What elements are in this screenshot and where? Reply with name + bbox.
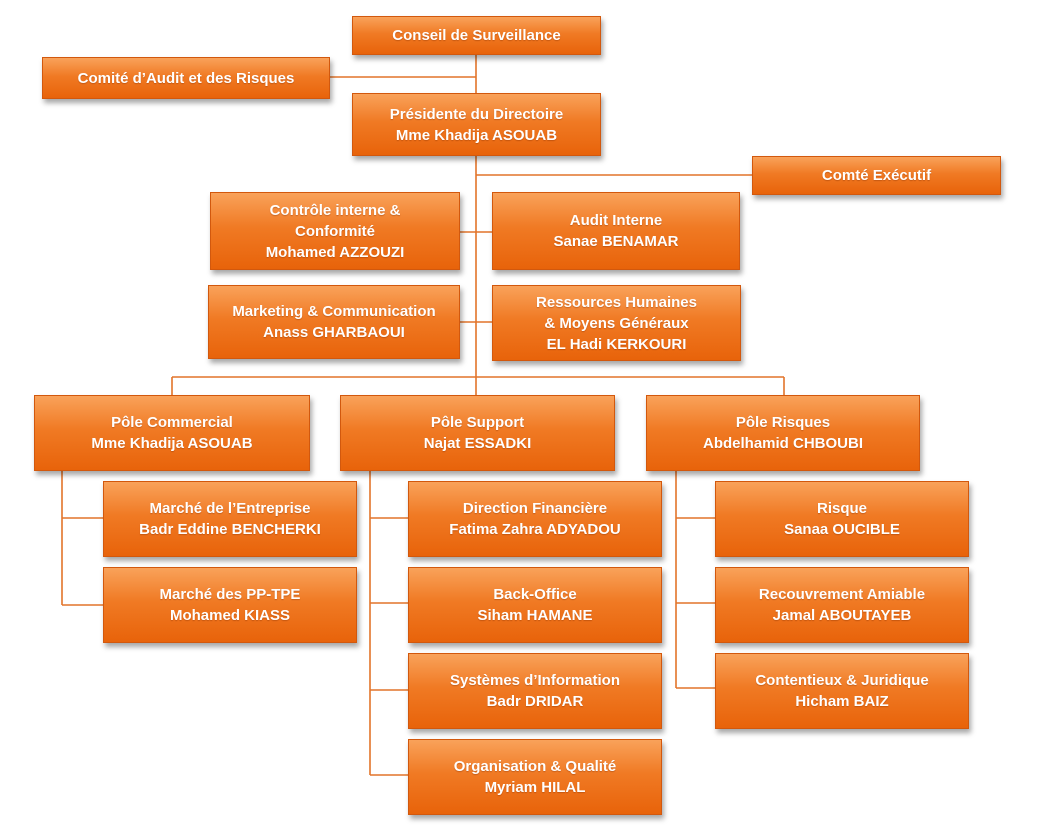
node-title: Ressources Humaines bbox=[536, 293, 697, 311]
node-title: Pôle Support bbox=[430, 414, 525, 431]
node-person: Sanae BENAMAR bbox=[553, 233, 679, 250]
node-title: Présidente du Directoire bbox=[389, 105, 564, 123]
node-title: Back-Office bbox=[493, 586, 577, 603]
node-person: Anass GHARBAOUI bbox=[263, 324, 405, 341]
node-pole-support[interactable]: Pôle Support Najat ESSADKI bbox=[340, 395, 615, 471]
node-title: Conseil de Surveillance bbox=[392, 27, 561, 44]
node-person: Jamal ABOUTAYEB bbox=[772, 607, 912, 624]
node-person: Mohamed AZZOUZI bbox=[265, 243, 405, 261]
node-recouvrement-amiable[interactable]: Recouvrement Amiable Jamal ABOUTAYEB bbox=[715, 567, 969, 643]
node-marche-entreprise[interactable]: Marché de l’Entreprise Badr Eddine BENCH… bbox=[103, 481, 357, 557]
node-title: Comité d’Audit et des Risques bbox=[77, 69, 295, 87]
node-title: Direction Financière bbox=[462, 500, 608, 517]
node-risque[interactable]: Risque Sanaa OUCIBLE bbox=[715, 481, 969, 557]
node-person: Mohamed KIASS bbox=[169, 607, 290, 624]
node-person: Myriam HILAL bbox=[484, 779, 586, 796]
node-person: Badr Eddine BENCHERKI bbox=[139, 521, 321, 538]
node-systemes-information[interactable]: Systèmes d’Information Badr DRIDAR bbox=[408, 653, 662, 729]
node-conseil-surveillance[interactable]: Conseil de Surveillance bbox=[352, 16, 601, 55]
node-title: Contentieux & Juridique bbox=[755, 672, 929, 689]
node-person: Fatima Zahra ADYADOU bbox=[449, 521, 621, 538]
node-person: Sanaa OUCIBLE bbox=[784, 521, 900, 538]
node-person: Abdelhamid CHBOUBI bbox=[702, 435, 863, 452]
node-back-office[interactable]: Back-Office Siham HAMANE bbox=[408, 567, 662, 643]
node-person: Badr DRIDAR bbox=[486, 693, 584, 710]
node-title: Risque bbox=[816, 500, 867, 517]
node-contentieux-juridique[interactable]: Contentieux & Juridique Hicham BAIZ bbox=[715, 653, 969, 729]
node-title: Pôle Commercial bbox=[111, 414, 233, 431]
node-direction-financiere[interactable]: Direction Financière Fatima Zahra ADYADO… bbox=[408, 481, 662, 557]
node-person: EL Hadi KERKOURI bbox=[546, 335, 687, 353]
node-pole-commercial[interactable]: Pôle Commercial Mme Khadija ASOUAB bbox=[34, 395, 310, 471]
node-title: Audit Interne bbox=[569, 212, 663, 229]
node-title: Systèmes d’Information bbox=[449, 672, 621, 689]
node-marketing-communication[interactable]: Marketing & Communication Anass GHARBAOU… bbox=[208, 285, 460, 359]
node-comite-audit-risques[interactable]: Comité d’Audit et des Risques bbox=[42, 57, 330, 99]
node-ressources-humaines[interactable]: Ressources Humaines & Moyens Généraux EL… bbox=[492, 285, 741, 361]
node-organisation-qualite[interactable]: Organisation & Qualité Myriam HILAL bbox=[408, 739, 662, 815]
node-comite-executif[interactable]: Comté Exécutif bbox=[752, 156, 1001, 195]
node-marche-pp-tpe[interactable]: Marché des PP-TPE Mohamed KIASS bbox=[103, 567, 357, 643]
node-title-2: Conformité bbox=[295, 222, 375, 240]
node-person: Mme Khadija ASOUAB bbox=[91, 435, 253, 452]
node-title: Pôle Risques bbox=[735, 414, 831, 431]
node-person: Mme Khadija ASOUAB bbox=[395, 126, 558, 144]
node-title: Marketing & Communication bbox=[232, 303, 436, 320]
node-person: Hicham BAIZ bbox=[795, 693, 889, 710]
node-title: Recouvrement Amiable bbox=[758, 586, 926, 603]
node-title: Contrôle interne & bbox=[269, 201, 401, 219]
node-title: Comté Exécutif bbox=[821, 167, 932, 184]
node-pole-risques[interactable]: Pôle Risques Abdelhamid CHBOUBI bbox=[646, 395, 920, 471]
node-audit-interne[interactable]: Audit Interne Sanae BENAMAR bbox=[492, 192, 740, 270]
node-title: Marché des PP-TPE bbox=[159, 586, 301, 603]
node-person: Najat ESSADKI bbox=[423, 435, 532, 452]
node-controle-interne[interactable]: Contrôle interne & Conformité Mohamed AZ… bbox=[210, 192, 460, 270]
node-person: Siham HAMANE bbox=[477, 607, 593, 624]
node-presidente-directoire[interactable]: Présidente du Directoire Mme Khadija ASO… bbox=[352, 93, 601, 156]
node-title: Marché de l’Entreprise bbox=[149, 500, 311, 517]
node-title: Organisation & Qualité bbox=[453, 758, 617, 775]
node-title-2: & Moyens Généraux bbox=[544, 314, 689, 332]
